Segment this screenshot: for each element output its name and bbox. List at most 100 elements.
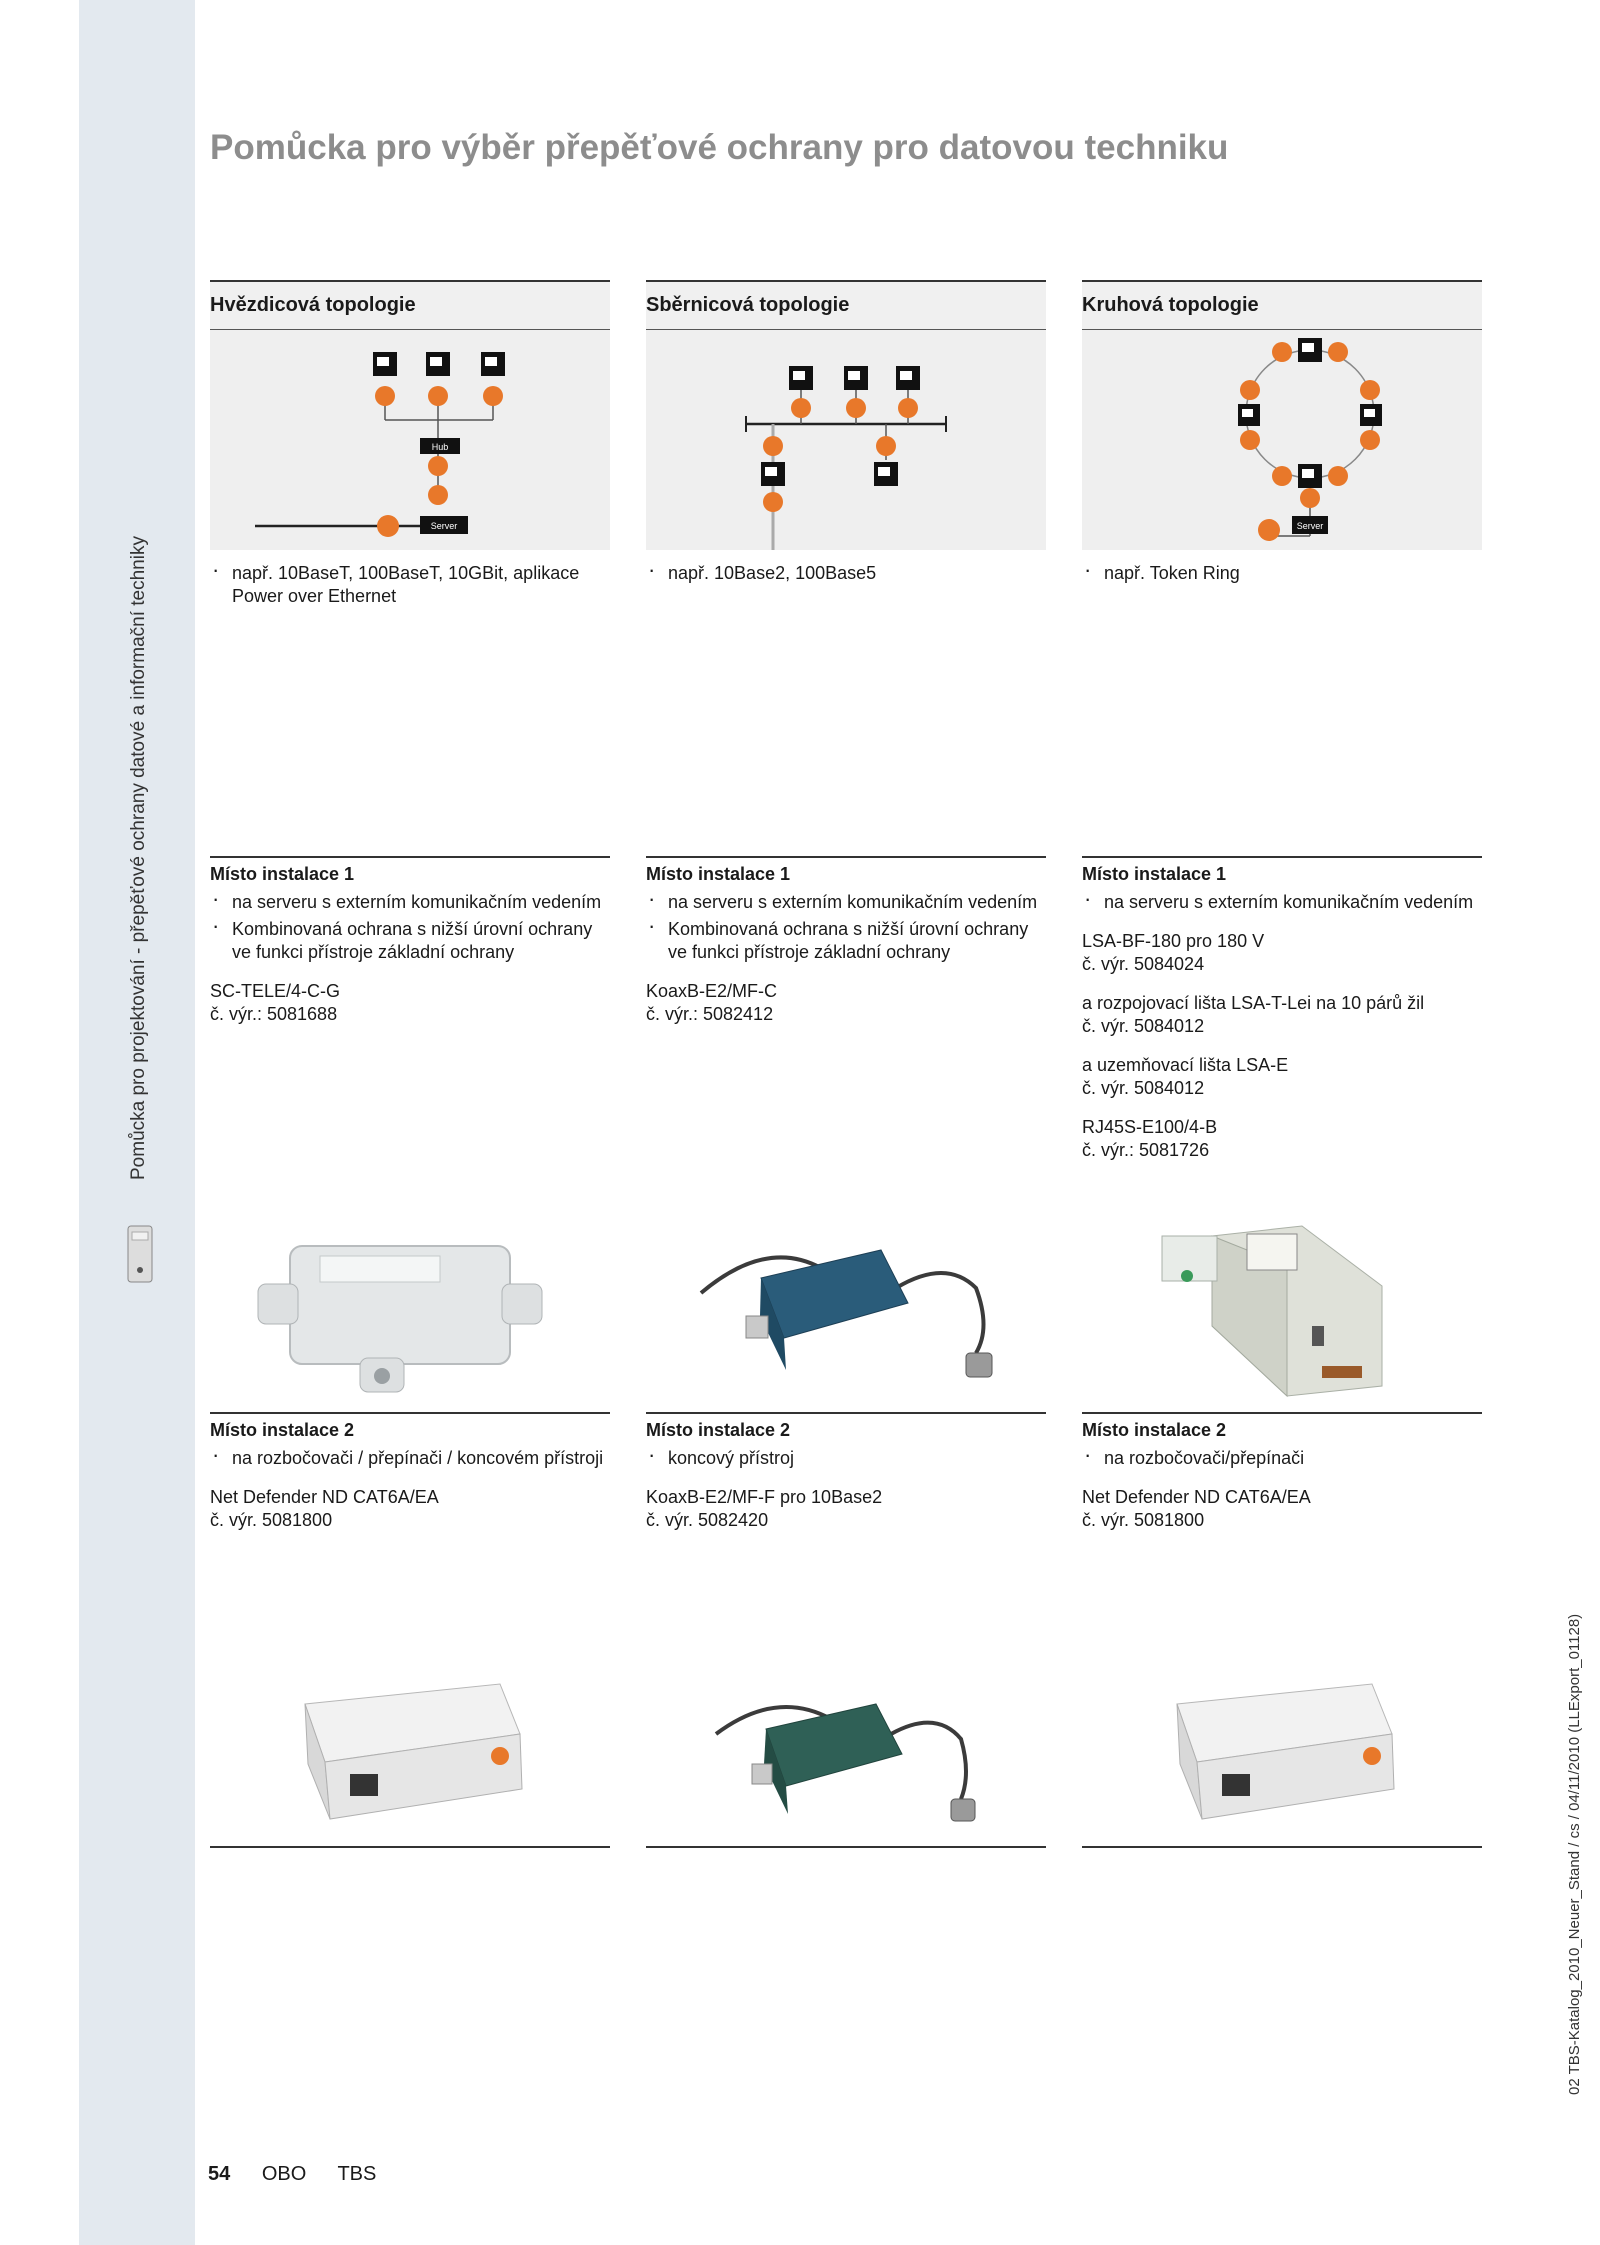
computer-icon (1360, 404, 1382, 426)
column-heading: Kruhová topologie (1082, 280, 1482, 330)
column-heading: Sběrnicová topologie (646, 280, 1046, 330)
install-heading: Místo instalace 2 (210, 1420, 355, 1440)
install-heading: Místo instalace 2 (646, 1420, 791, 1440)
product-code: č. výr. 5081800 (210, 1510, 333, 1530)
protection-marker-icon (1240, 380, 1260, 400)
product-name: Net Defender ND CAT6A/EA (1082, 1487, 1311, 1507)
product-entry: KoaxB-E2/MF-C č. výr.: 5082412 (646, 980, 1046, 1026)
footer-section: TBS (337, 2163, 377, 2185)
computer-icon (874, 462, 898, 486)
protection-marker-icon (1300, 488, 1320, 508)
protection-marker-icon (428, 485, 448, 505)
install-location-2: Místo instalace 2 na rozbočovači / přepí… (210, 1412, 610, 1846)
server-label: Server (431, 521, 458, 531)
bus-topology-diagram (646, 330, 1046, 550)
product-entry: RJ45S-E100/4-B č. výr.: 5081726 (1082, 1116, 1482, 1162)
example-item: např. 10BaseT, 100BaseT, 10GBit, aplikac… (210, 558, 610, 608)
install-bullet: Kombinovaná ochrana s nižší úrovní ochra… (646, 914, 1046, 964)
junction-box-photo (257, 1245, 543, 1393)
install-bullet: koncový přístroj (646, 1443, 1046, 1470)
install-bullet: na serveru s externím komunikačním veden… (1082, 887, 1482, 914)
example-item: např. 10Base2, 100Base5 (646, 558, 1046, 585)
column-star-topology: Hvězdicová topologie Hub Server např. 10… (210, 280, 610, 1848)
example-item: např. Token Ring (1082, 558, 1482, 585)
protection-marker-icon (377, 515, 399, 537)
coax-protector-photo (714, 1703, 976, 1822)
examples: např. 10Base2, 100Base5 (646, 550, 1046, 856)
computer-icon (896, 366, 920, 390)
computer-icon (1238, 404, 1260, 426)
install-location-2: Místo instalace 2 koncový přístroj KoaxB… (646, 1412, 1046, 1846)
install-location-1: Místo instalace 1 na serveru s externím … (210, 856, 610, 1412)
server-box (1292, 516, 1328, 534)
protection-marker-icon (1360, 430, 1380, 450)
product-code: č. výr. 5084012 (1082, 1016, 1205, 1036)
product-code: č. výr. 5082420 (646, 1510, 769, 1530)
net-defender-photo (304, 1683, 523, 1820)
product-code: č. výr. 5084024 (1082, 954, 1205, 974)
protection-marker-icon (428, 456, 448, 476)
column-bus-topology: Sběrnicová topologie např. 10Base2, 100B… (646, 280, 1046, 1848)
footer-brand: OBO (261, 2163, 307, 2185)
net-defender-photo (1176, 1683, 1395, 1820)
side-section-label: Pomůcka pro projektování - přepěťové och… (128, 536, 149, 1180)
computer-icon (761, 462, 785, 486)
ring-topology-diagram: Server (1082, 330, 1482, 550)
install-heading: Místo instalace 1 (646, 864, 791, 884)
install-heading: Místo instalace 2 (1082, 1420, 1227, 1440)
computer-icon (789, 366, 813, 390)
protection-marker-icon (1360, 380, 1380, 400)
install-heading: Místo instalace 1 (1082, 864, 1227, 884)
product-entry: KoaxB-E2/MF-F pro 10Base2 č. výr. 508242… (646, 1486, 1046, 1532)
product-name: Net Defender ND CAT6A/EA (210, 1487, 439, 1507)
product-name: RJ45S-E100/4-B (1082, 1117, 1218, 1137)
protection-marker-icon (375, 386, 395, 406)
lsa-module-photo (1161, 1225, 1383, 1398)
protection-marker-icon (763, 492, 783, 512)
protection-marker-icon (483, 386, 503, 406)
server-box (420, 516, 468, 534)
coax-protector-photo (699, 1249, 993, 1378)
examples: např. Token Ring (1082, 550, 1482, 856)
surge-protector-icon (127, 1225, 153, 1283)
hub-label: Hub (432, 442, 449, 452)
product-code: č. výr. 5084012 (1082, 1078, 1205, 1098)
product-code: č. výr.: 5082412 (646, 1004, 774, 1024)
protection-marker-icon (846, 398, 866, 418)
column-bottom-rule (1082, 1846, 1482, 1848)
page-footer: 54 OBO TBS (208, 2163, 402, 2186)
install-bullet: na rozbočovači/přepínači (1082, 1443, 1482, 1470)
product-entry: Net Defender ND CAT6A/EA č. výr. 5081800 (1082, 1486, 1482, 1532)
page-number: 54 (208, 2163, 231, 2185)
column-bottom-rule (646, 1846, 1046, 1848)
computer-icon (481, 352, 505, 376)
install-bullet: Kombinovaná ochrana s nižší úrovní ochra… (210, 914, 610, 964)
product-code: č. výr. 5081800 (1082, 1510, 1205, 1530)
protection-marker-icon (1272, 342, 1292, 362)
product-code: č. výr.: 5081726 (1082, 1140, 1210, 1160)
install-bullet: na serveru s externím komunikačním veden… (210, 887, 610, 914)
column-bottom-rule (210, 1846, 610, 1848)
protection-marker-icon (1328, 466, 1348, 486)
column-heading: Hvězdicová topologie (210, 280, 610, 330)
protection-marker-icon (1272, 466, 1292, 486)
install-bullet: na rozbočovači / přepínači / koncovém př… (210, 1443, 610, 1470)
protection-marker-icon (898, 398, 918, 418)
star-topology-diagram: Hub Server (210, 330, 610, 550)
install-location-1: Místo instalace 1 na serveru s externím … (1082, 856, 1482, 1412)
product-entry: SC-TELE/4-C-G č. výr.: 5081688 (210, 980, 610, 1026)
product-entry: Net Defender ND CAT6A/EA č. výr. 5081800 (210, 1486, 610, 1532)
hub-box (420, 438, 460, 454)
computer-icon (844, 366, 868, 390)
product-entry: a uzemňovací lišta LSA-E č. výr. 5084012 (1082, 1054, 1482, 1100)
catalog-export-label: 02 TBS-Katalog_2010_Neuer_Stand / cs / 0… (1566, 1613, 1583, 2095)
install-location-2: Místo instalace 2 na rozbočovači/přepína… (1082, 1412, 1482, 1846)
product-code: č. výr.: 5081688 (210, 1004, 338, 1024)
examples: např. 10BaseT, 100BaseT, 10GBit, aplikac… (210, 550, 610, 856)
protection-marker-icon (791, 398, 811, 418)
protection-marker-icon (1240, 430, 1260, 450)
product-name: a rozpojovací lišta LSA-T-Lei na 10 párů… (1082, 993, 1425, 1013)
page-title: Pomůcka pro výběr přepěťové ochrany pro … (210, 128, 1229, 167)
computer-icon (1298, 464, 1322, 488)
protection-marker-icon (1328, 342, 1348, 362)
